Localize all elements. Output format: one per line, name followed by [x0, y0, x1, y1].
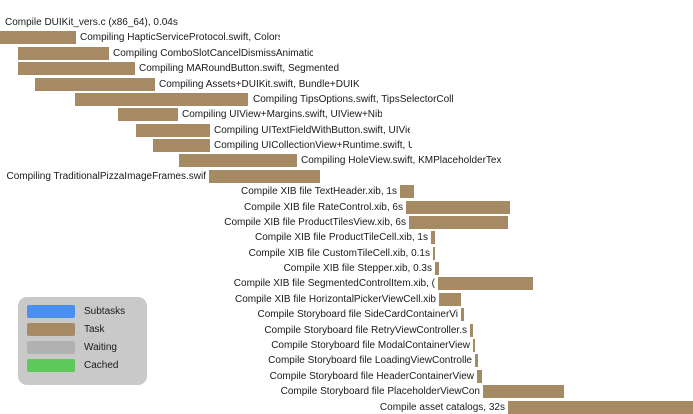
task-label: Compiling TipsOptions.swift, TipsSelecto…	[253, 94, 453, 105]
task-row: Compiling MARoundButton.swift, Segmented	[0, 62, 693, 75]
task-row: Compile XIB file ProductTilesView.xib, 6…	[0, 216, 693, 229]
task-label: Compile Storyboard file HeaderContainerV…	[269, 371, 474, 382]
task-bar[interactable]	[400, 185, 414, 198]
task-label: Compile XIB file SegmentedControlItem.xi…	[233, 278, 435, 289]
task-row: Compiling UIView+Margins.swift, UIView+N…	[0, 108, 693, 121]
task-label: Compile Storyboard file PlaceholderViewC…	[280, 386, 480, 397]
task-label: Compiling UITextFieldWithButton.swift, U…	[214, 125, 410, 136]
task-bar[interactable]	[409, 216, 508, 229]
task-label: Compile asset catalogs, 32s	[379, 402, 505, 413]
task-label: Compiling UICollectionView+Runtime.swift…	[214, 140, 412, 151]
task-label: Compiling TraditionalPizzaImageFrames.sw…	[6, 171, 206, 182]
legend: Subtasks Task Waiting Cached	[18, 297, 147, 385]
task-label: Compile XIB file RateControl.xib, 6s	[244, 202, 403, 213]
task-row: Compiling HoleView.swift, KMPlaceholderT…	[0, 154, 693, 167]
task-bar[interactable]	[435, 262, 439, 275]
task-bar[interactable]	[483, 385, 564, 398]
task-label: Compile XIB file ProductTilesView.xib, 6…	[224, 217, 406, 228]
task-row: Compiling ComboSlotCancelDismissAnimatic	[0, 47, 693, 60]
task-bar[interactable]	[406, 201, 510, 214]
task-label: Compile Storyboard file ModalContainerVi…	[271, 340, 470, 351]
task-bar[interactable]	[461, 308, 464, 321]
task-label: Compiling HoleView.swift, KMPlaceholderT…	[301, 155, 501, 166]
task-bar[interactable]	[475, 354, 478, 367]
task-row: Compiling UITextFieldWithButton.swift, U…	[0, 124, 693, 137]
task-label: Compile DUIKit_vers.c (x86_64), 0.04s	[5, 17, 178, 28]
task-bar[interactable]	[439, 293, 461, 306]
task-row: Compile Storyboard file HeaderContainerV…	[0, 370, 693, 383]
task-label: Compile XIB file HorizontalPickerViewCel…	[234, 294, 436, 305]
task-bar[interactable]	[438, 277, 533, 290]
task-bar[interactable]	[470, 324, 473, 337]
task-row: Compile Storyboard file PlaceholderViewC…	[0, 385, 693, 398]
task-bar[interactable]	[431, 231, 435, 244]
task-bar[interactable]	[209, 170, 320, 183]
subtasks-swatch	[27, 305, 75, 318]
task-bar[interactable]	[179, 154, 297, 167]
legend-label-subtasks: Subtasks	[84, 306, 126, 317]
task-label: Compile Storyboard file LoadingViewContr…	[268, 355, 472, 366]
task-bar[interactable]	[153, 139, 210, 152]
task-bar[interactable]	[477, 370, 482, 383]
task-label: Compile Storyboard file SideCardContaine…	[257, 309, 458, 320]
task-row: Compile XIB file TextHeader.xib, 1s	[0, 185, 693, 198]
task-row: Compiling TraditionalPizzaImageFrames.sw…	[0, 170, 693, 183]
waiting-swatch	[27, 341, 75, 354]
task-row: Compile Storyboard file ModalContainerVi…	[0, 339, 693, 352]
task-label: Compiling UIView+Margins.swift, UIView+N…	[182, 109, 382, 120]
task-label: Compiling Assets+DUIKit.swift, Bundle+DU…	[159, 79, 359, 90]
task-bar[interactable]	[18, 47, 109, 60]
task-row: Compiling HapticServiceProtocol.swift, C…	[0, 31, 693, 44]
task-row: Compile XIB file HorizontalPickerViewCel…	[0, 293, 693, 306]
task-row: Compile DUIKit_vers.c (x86_64), 0.04s	[0, 16, 693, 29]
task-bar[interactable]	[18, 62, 135, 75]
legend-label-cached: Cached	[84, 360, 119, 371]
task-label: Compiling ComboSlotCancelDismissAnimatic	[113, 48, 313, 59]
task-row: Compiling Assets+DUIKit.swift, Bundle+DU…	[0, 78, 693, 91]
task-row: Compile Storyboard file LoadingViewContr…	[0, 354, 693, 367]
cached-swatch	[27, 359, 75, 372]
task-bar[interactable]	[473, 339, 475, 352]
task-bar[interactable]	[508, 401, 693, 414]
task-bar[interactable]	[75, 93, 248, 106]
task-label: Compile XIB file CustomTileCell.xib, 0.1…	[248, 248, 430, 259]
task-label: Compile Storyboard file RetryViewControl…	[264, 325, 467, 336]
task-row: Compile XIB file SegmentedControlItem.xi…	[0, 277, 693, 290]
task-row: Compile XIB file RateControl.xib, 6s	[0, 201, 693, 214]
task-label: Compiling HapticServiceProtocol.swift, C…	[80, 32, 280, 43]
task-bar[interactable]	[136, 124, 210, 137]
task-row: Compile Storyboard file RetryViewControl…	[0, 324, 693, 337]
task-row: Compile asset catalogs, 32s	[0, 401, 693, 414]
task-row: Compiling TipsOptions.swift, TipsSelecto…	[0, 93, 693, 106]
task-label: Compile XIB file Stepper.xib, 0.3s	[283, 263, 432, 274]
task-swatch	[27, 323, 75, 336]
task-label: Compile XIB file ProductTileCell.xib, 1s	[254, 232, 428, 243]
task-row: Compiling UICollectionView+Runtime.swift…	[0, 139, 693, 152]
task-row: Compile Storyboard file SideCardContaine…	[0, 308, 693, 321]
task-bar[interactable]	[35, 78, 155, 91]
legend-label-task: Task	[84, 324, 105, 335]
task-label: Compile XIB file TextHeader.xib, 1s	[240, 186, 397, 197]
legend-label-waiting: Waiting	[84, 342, 117, 353]
task-row: Compile XIB file Stepper.xib, 0.3s	[0, 262, 693, 275]
task-row: Compile XIB file ProductTileCell.xib, 1s	[0, 231, 693, 244]
task-bar[interactable]	[0, 31, 76, 44]
task-bar[interactable]	[433, 247, 435, 260]
task-row: Compile XIB file CustomTileCell.xib, 0.1…	[0, 247, 693, 260]
task-label: Compiling MARoundButton.swift, Segmented	[139, 63, 339, 74]
task-bar[interactable]	[118, 108, 178, 121]
